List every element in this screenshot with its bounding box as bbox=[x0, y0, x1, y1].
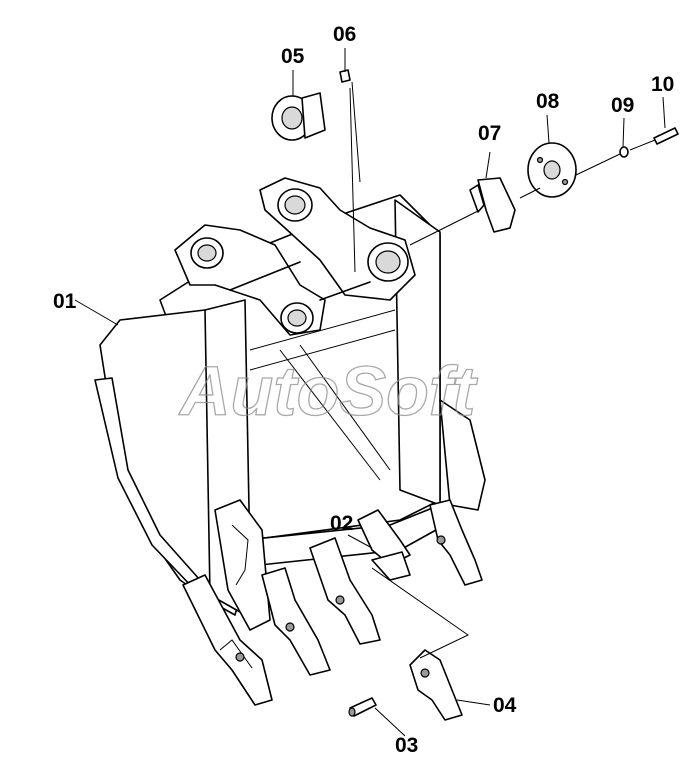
part-label-04: 04 bbox=[493, 694, 517, 717]
part-label-09: 09 bbox=[611, 94, 634, 117]
part-label-01: 01 bbox=[53, 290, 77, 313]
part-label-08: 08 bbox=[536, 90, 560, 113]
part-label-02: 02 bbox=[330, 512, 353, 535]
part-label-10: 10 bbox=[651, 73, 674, 96]
leader-lines bbox=[74, 48, 666, 737]
teeth-assembled bbox=[182, 499, 483, 706]
part-label-05: 05 bbox=[281, 45, 305, 68]
side-pin-assembly bbox=[271, 69, 679, 246]
part-label-06: 06 bbox=[333, 23, 356, 46]
watermark: AutoSoft bbox=[178, 352, 478, 430]
part-label-03: 03 bbox=[395, 734, 418, 757]
separated-tooth-and-pin bbox=[348, 649, 463, 721]
mounting-lugs bbox=[174, 177, 416, 336]
part-label-07: 07 bbox=[478, 122, 501, 145]
